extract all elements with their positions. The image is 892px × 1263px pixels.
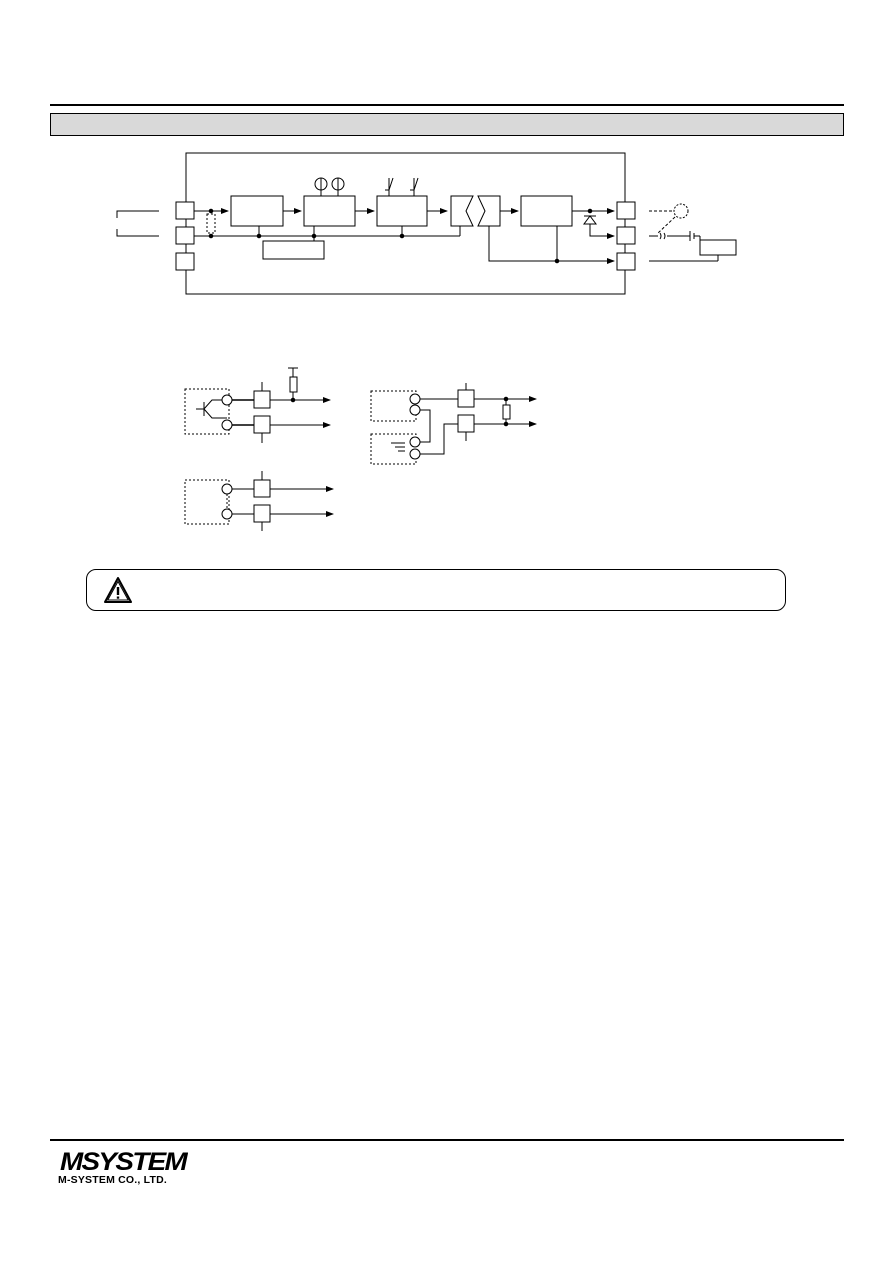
schematic-diagrams [116, 152, 737, 531]
limit-icon-2 [410, 177, 419, 191]
power-block [262, 240, 325, 260]
block-diagram [116, 152, 737, 295]
module-outline [185, 152, 626, 295]
diode-icon [583, 215, 597, 225]
output-block [520, 195, 573, 227]
bottom-rule [50, 1139, 844, 1141]
output-terminal-1 [616, 201, 636, 220]
wiring-example-contact [184, 471, 334, 531]
input-terminal-3 [175, 252, 195, 271]
svg-text:MSYSTEM: MSYSTEM [60, 1148, 188, 1174]
wiring-example-voltage [370, 383, 537, 465]
section-bar [50, 113, 844, 136]
msystem-logo: MSYSTEM [60, 1148, 188, 1174]
input-terminal-2 [175, 226, 195, 245]
wiring-example-transistor [184, 367, 331, 443]
limit-icon-1 [385, 177, 394, 191]
company-name: M-SYSTEM CO., LTD. [58, 1174, 167, 1186]
output-terminal-3 [616, 252, 636, 271]
caution-box [86, 569, 786, 611]
warning-triangle-icon [104, 577, 132, 603]
input-filter [206, 213, 216, 234]
top-rule [50, 104, 844, 106]
adjust-block [303, 195, 356, 227]
output-terminal-2 [616, 226, 636, 245]
isolation-left [450, 195, 474, 227]
isolation-right [477, 195, 501, 227]
input-terminal-1 [175, 201, 195, 220]
amplifier-block [230, 195, 284, 227]
limiter-block [376, 195, 428, 227]
receiver-block [699, 239, 737, 256]
